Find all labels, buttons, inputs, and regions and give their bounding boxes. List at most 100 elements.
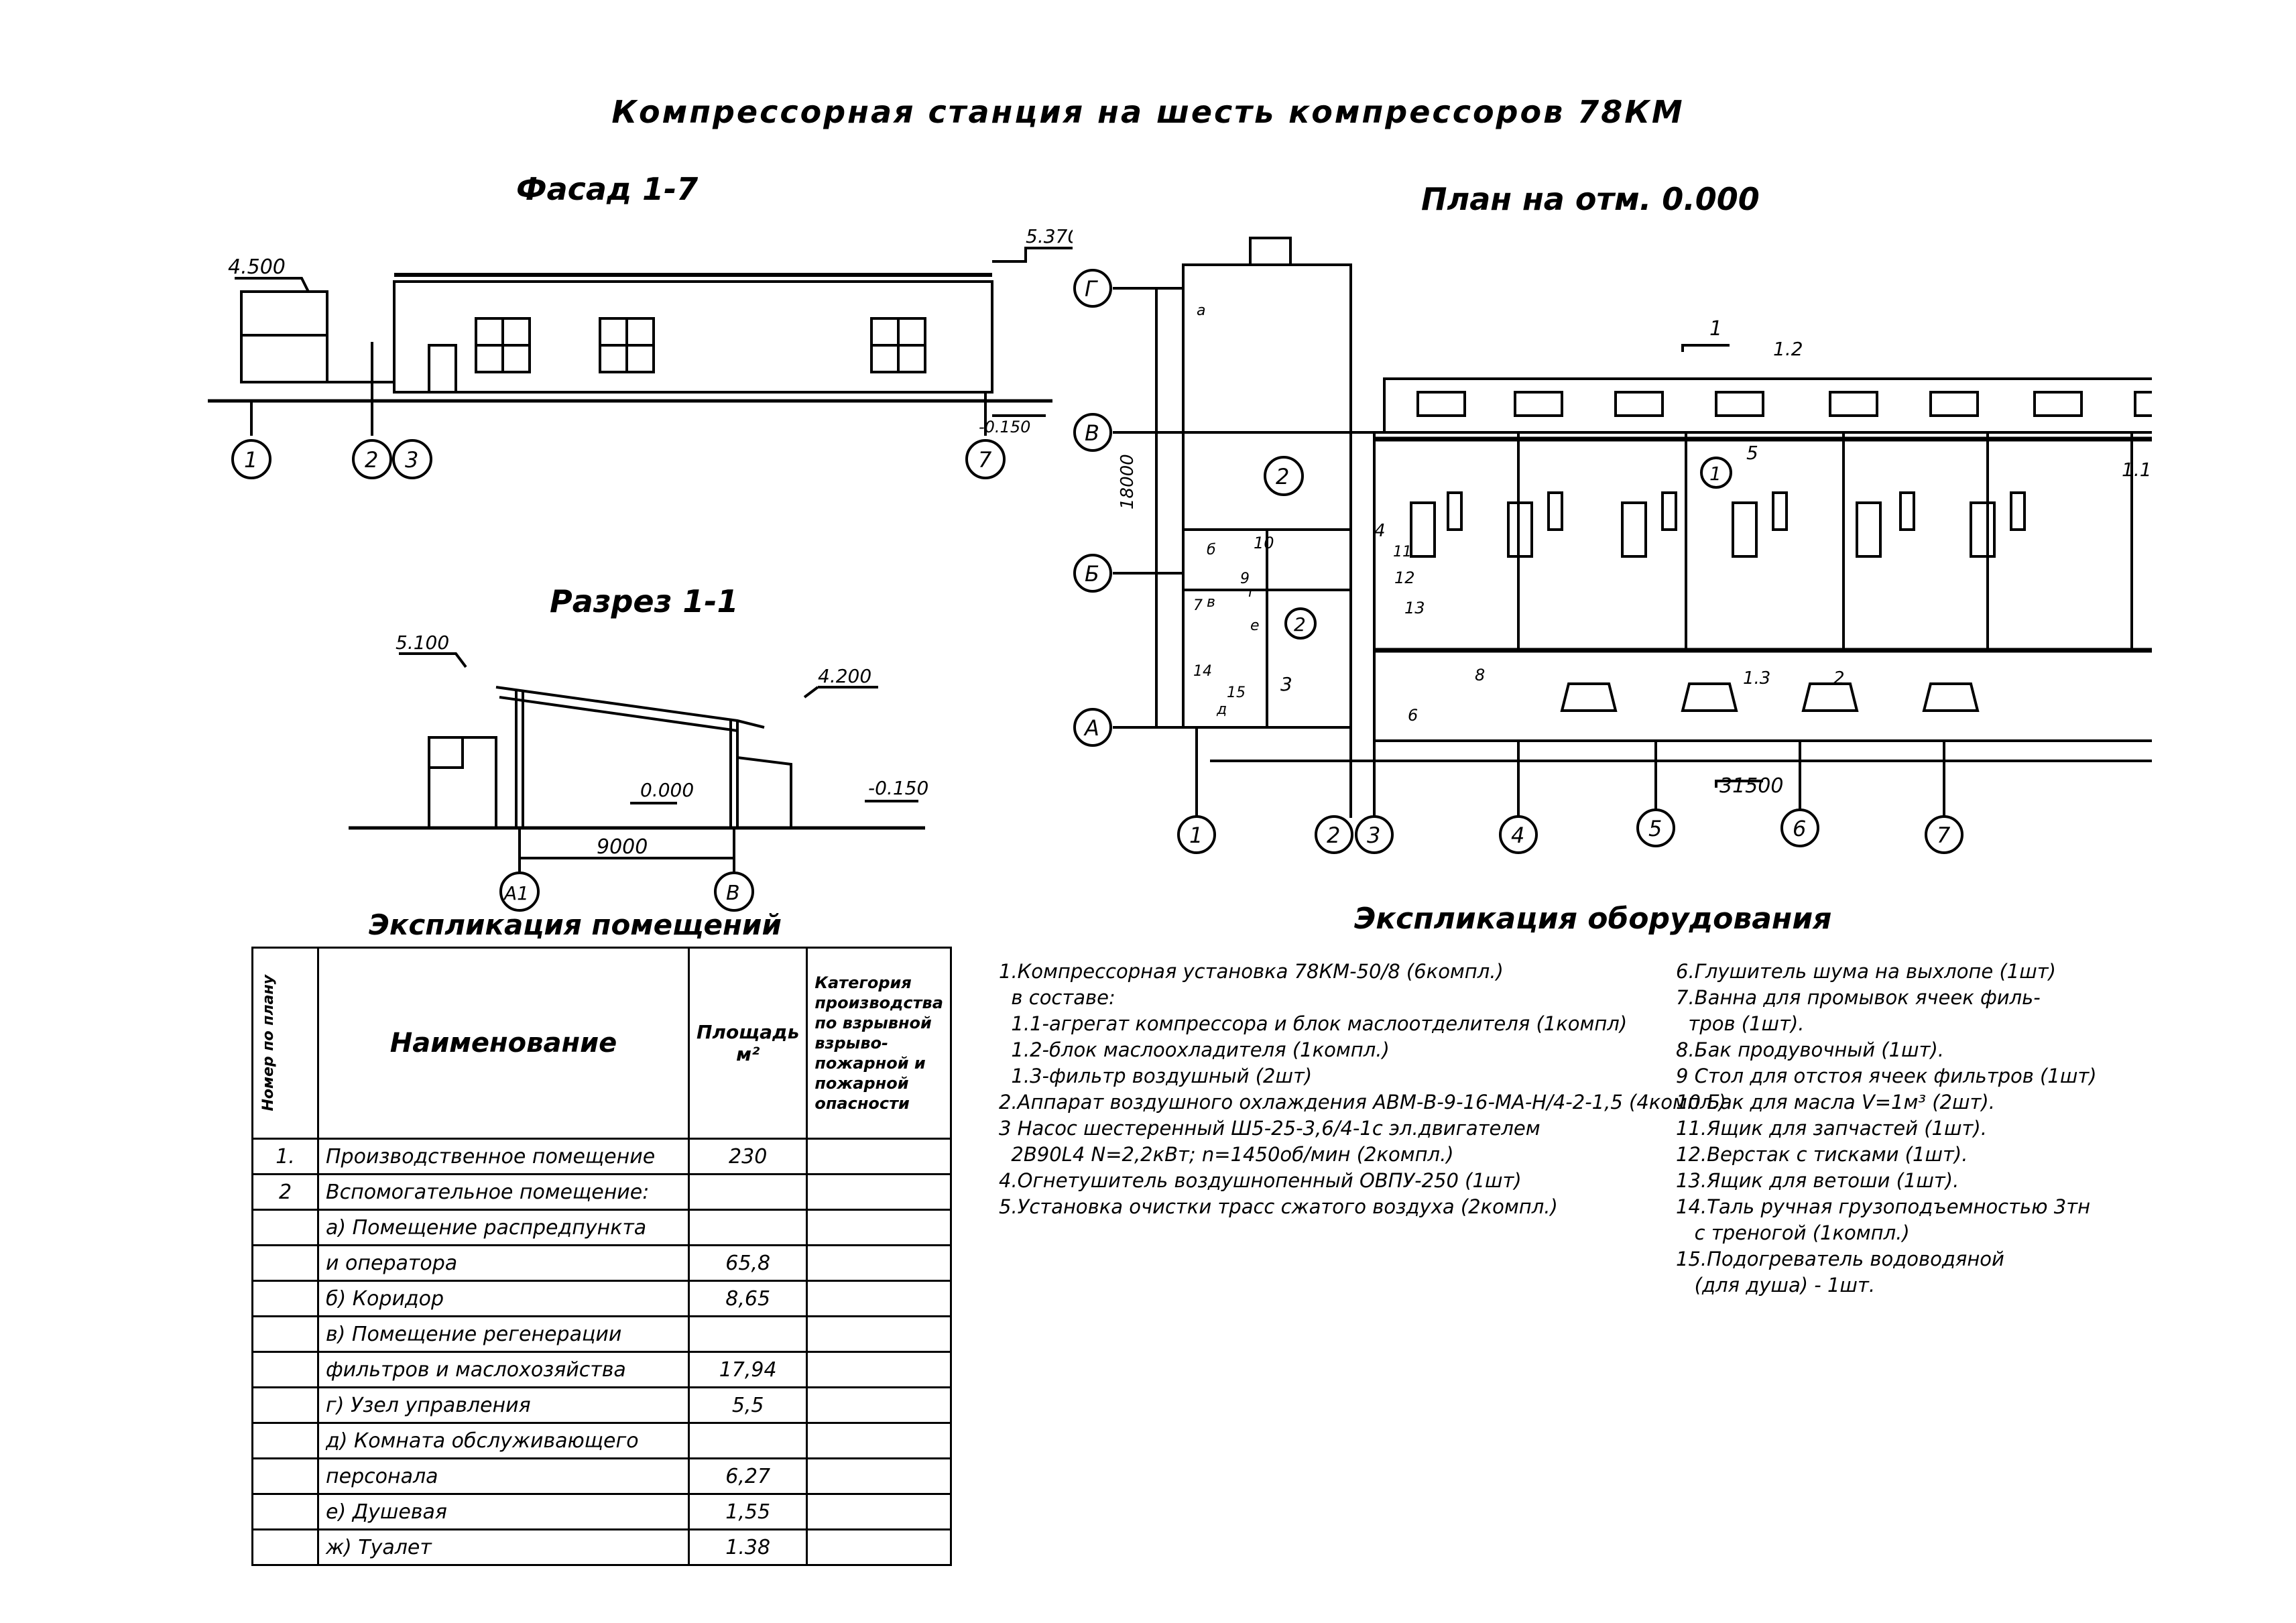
room-area-cell: 65,8 bbox=[687, 1244, 808, 1282]
equipment-title: Экспликация оборудования bbox=[1354, 902, 1832, 936]
room-category-cell bbox=[806, 1280, 952, 1317]
plan-row-axis: Г bbox=[1085, 276, 1098, 302]
rooms-header-no: Номер по плану bbox=[251, 947, 319, 1140]
plan-letter-tag: д bbox=[1216, 701, 1227, 718]
facade-level: -0.150 bbox=[979, 418, 1030, 436]
plan-drawing: 31500 18000 9000 1 2 1 2 3 1.2 5 1.1 4 1… bbox=[1073, 237, 2152, 854]
room-area-cell bbox=[687, 1315, 808, 1353]
plan-col-axis: 7 bbox=[1937, 823, 1951, 848]
room-category-cell bbox=[806, 1138, 952, 1175]
room-name-cell: Вспомогательное помещение: bbox=[317, 1173, 690, 1211]
equipment-item: 12.Верстак с тисками (1шт). bbox=[1676, 1143, 1968, 1166]
room-category-cell bbox=[806, 1457, 952, 1495]
room-name-cell: б) Коридор bbox=[317, 1280, 690, 1317]
plan-col-axis: 5 bbox=[1648, 816, 1662, 841]
plan-air-coolers bbox=[1560, 682, 1980, 712]
facade-title: Фасад 1-7 bbox=[516, 171, 699, 207]
plan-room-number: 3 bbox=[1280, 673, 1292, 695]
plan-row-axis: А bbox=[1083, 715, 1099, 741]
plan-letter-tag: а bbox=[1197, 302, 1205, 319]
plan-tag: 4 bbox=[1374, 521, 1386, 541]
table-row: в) Помещение регенерации bbox=[251, 1315, 952, 1353]
plan-coolers bbox=[1416, 391, 2152, 417]
plan-letter-tag: в bbox=[1207, 594, 1215, 611]
rooms-table: Номер по плану Наименование Площадь м² К… bbox=[251, 947, 952, 1566]
room-category-cell bbox=[806, 1422, 952, 1459]
plan-tag: 7 bbox=[1193, 597, 1203, 614]
plan-section-mark: 1 bbox=[1709, 317, 1722, 341]
table-row: д) Комната обслуживающего bbox=[251, 1422, 952, 1459]
plan-col-axis: 4 bbox=[1511, 823, 1524, 848]
room-number-cell bbox=[251, 1422, 319, 1459]
rooms-header-area: Площадь м² bbox=[687, 947, 808, 1140]
facade-main-wall bbox=[393, 280, 993, 394]
room-area-cell bbox=[687, 1209, 808, 1246]
plan-room-number: 1 bbox=[1709, 463, 1721, 485]
room-area-cell: 17,94 bbox=[687, 1351, 808, 1388]
equipment-item: 13.Ящик для ветоши (1шт). bbox=[1676, 1169, 1959, 1192]
room-name-cell: Производственное помещение bbox=[317, 1138, 690, 1175]
plan-tag: 11 bbox=[1393, 544, 1412, 560]
room-area-cell: 1,55 bbox=[687, 1493, 808, 1530]
room-name-cell: а) Помещение распредпункта bbox=[317, 1209, 690, 1246]
plan-row-axis: Б bbox=[1085, 561, 1099, 587]
plan-tag: 15 bbox=[1227, 684, 1246, 701]
equipment-item: 7.Ванна для промывок ячеек филь- bbox=[1676, 986, 2041, 1009]
equipment-item: 4.Огнетушитель воздушнопенный ОВПУ-250 (… bbox=[999, 1169, 1522, 1192]
section-title: Разрез 1-1 bbox=[550, 583, 739, 619]
room-area-cell: 8,65 bbox=[687, 1280, 808, 1317]
equipment-item: 11.Ящик для запчастей (1шт). bbox=[1676, 1117, 1987, 1140]
room-area-cell bbox=[687, 1173, 808, 1211]
equipment-item: 6.Глушитель шума на выхлопе (1шт) bbox=[1676, 960, 2056, 983]
section-drawing: 5.100 4.200 0.000 -0.150 9000 А1 В bbox=[349, 632, 928, 912]
room-category-cell bbox=[806, 1351, 952, 1388]
page-title: Компрессорная станция на шесть компрессо… bbox=[611, 94, 1685, 130]
facade-window bbox=[599, 317, 655, 373]
room-number-cell bbox=[251, 1528, 319, 1566]
room-category-cell bbox=[806, 1386, 952, 1424]
room-area-cell: 230 bbox=[687, 1138, 808, 1175]
table-row: а) Помещение распредпункта bbox=[251, 1209, 952, 1246]
plan-tag: 6 bbox=[1408, 706, 1418, 725]
rooms-header-name: Наименование bbox=[317, 947, 690, 1140]
equipment-item: 14.Таль ручная грузоподъемностью 3тн bbox=[1676, 1195, 2091, 1218]
room-category-cell bbox=[806, 1173, 952, 1211]
facade-level: 5.370 bbox=[1026, 225, 1073, 247]
equipment-item: 2В90L4 N=2,2кВт; n=1450об/мин (2компл.) bbox=[999, 1143, 1454, 1166]
plan-tag: 12 bbox=[1394, 568, 1415, 587]
equipment-item: 1.Компрессорная установка 78КМ-50/8 (6ко… bbox=[999, 960, 1504, 983]
equipment-item: тров (1шт). bbox=[1676, 1012, 1805, 1035]
room-number-cell bbox=[251, 1386, 319, 1424]
equipment-item: с треногой (1компл.) bbox=[1676, 1221, 1910, 1244]
room-name-cell: г) Узел управления bbox=[317, 1386, 690, 1424]
section-axis: В bbox=[726, 882, 740, 905]
equipment-item: 10 Бак для масла V=1м³ (2шт). bbox=[1676, 1091, 1995, 1114]
plan-letter-tag: г bbox=[1248, 584, 1256, 601]
equipment-item: 2.Аппарат воздушного охлаждения АВМ-В-9-… bbox=[999, 1091, 1726, 1114]
plan-title: План на отм. 0.000 bbox=[1421, 181, 1760, 217]
room-name-cell: персонала bbox=[317, 1457, 690, 1495]
room-category-cell bbox=[806, 1493, 952, 1530]
plan-tag: 14 bbox=[1193, 663, 1212, 680]
plan-tag: 8 bbox=[1475, 666, 1485, 684]
equipment-item: 1.1-агрегат компрессора и блок маслоотде… bbox=[999, 1012, 1628, 1035]
room-area-cell bbox=[687, 1422, 808, 1459]
room-number-cell bbox=[251, 1493, 319, 1530]
facade-level: 4.500 bbox=[228, 255, 286, 279]
room-category-cell bbox=[806, 1244, 952, 1282]
equipment-list-left: 1.Компрессорная установка 78КМ-50/8 (6ко… bbox=[999, 959, 1726, 1220]
facade-annex bbox=[240, 290, 328, 383]
equipment-item: 5.Установка очистки трасс сжатого воздух… bbox=[999, 1195, 1558, 1218]
equipment-item: 3 Насос шестеренный Ш5-25-3,6/4-1с эл.дв… bbox=[999, 1117, 1540, 1140]
facade-axis: 3 bbox=[405, 447, 418, 473]
plan-main-hall bbox=[1373, 431, 2152, 742]
room-number-cell: 2 bbox=[251, 1173, 319, 1211]
plan-tag: 1.2 bbox=[1773, 338, 1803, 360]
section-level: 4.200 bbox=[818, 665, 871, 687]
room-number-cell bbox=[251, 1244, 319, 1282]
room-number-cell bbox=[251, 1351, 319, 1388]
